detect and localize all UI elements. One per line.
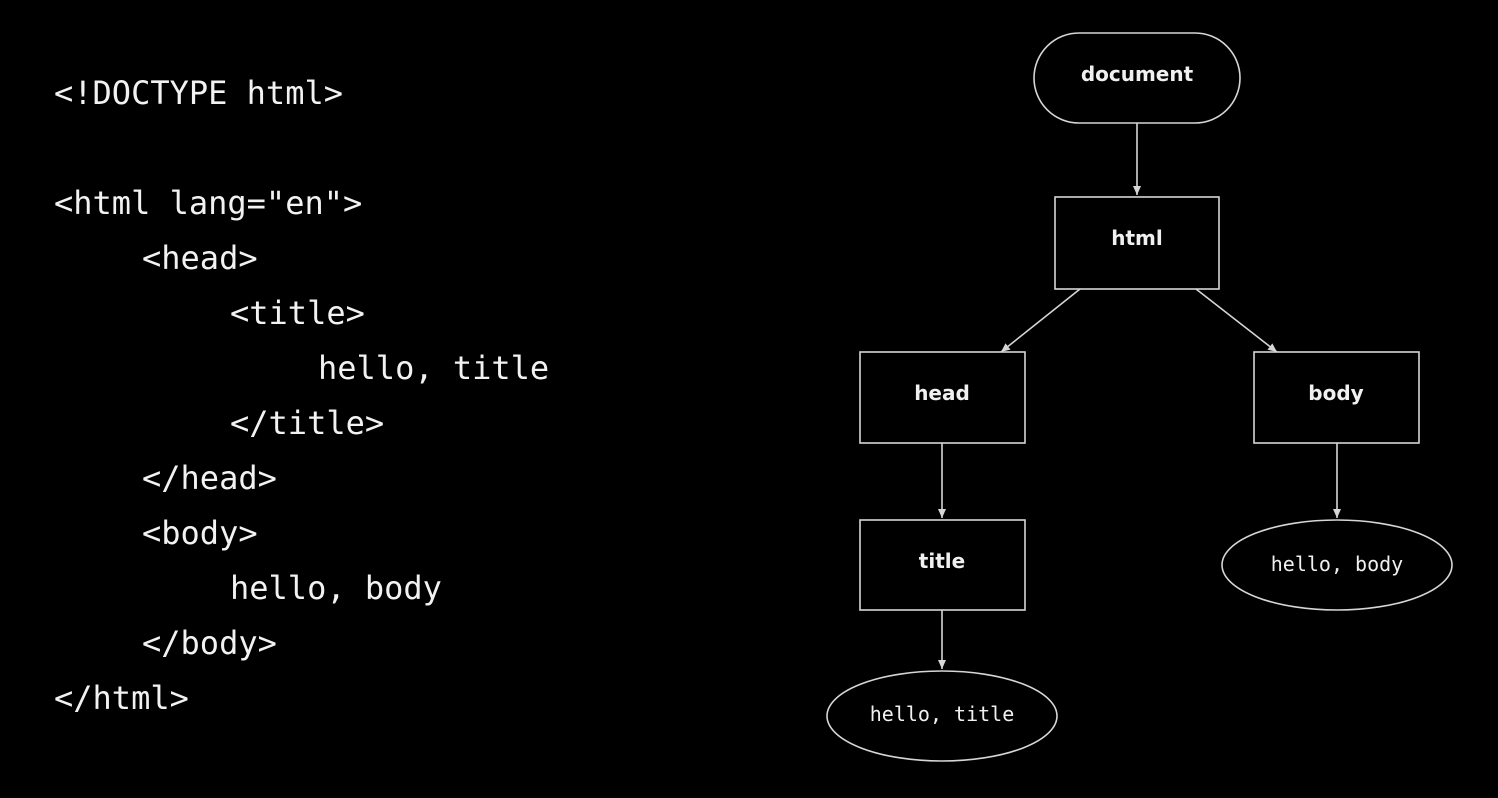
code-line-body-open: <body> bbox=[142, 514, 258, 552]
code-line-head-open: <head> bbox=[142, 239, 258, 277]
node-title-label: title bbox=[919, 549, 965, 573]
edge-html-head bbox=[1000, 288, 1081, 353]
code-line-html-close: </html> bbox=[54, 679, 189, 717]
node-body: body bbox=[1253, 351, 1420, 444]
node-document-label: document bbox=[1081, 62, 1194, 86]
code-line-head-close: </head> bbox=[142, 459, 277, 497]
node-text-body-label: hello, body bbox=[1271, 552, 1403, 576]
node-title: title bbox=[859, 519, 1026, 611]
node-document: document bbox=[1033, 32, 1241, 124]
node-text-title: hello, title bbox=[826, 670, 1058, 762]
node-html-label: html bbox=[1111, 226, 1163, 250]
node-head: head bbox=[859, 351, 1026, 444]
code-line-title-open: <title> bbox=[230, 294, 365, 332]
code-line-title-close: </title> bbox=[230, 404, 385, 442]
code-line-doctype: <!DOCTYPE html> bbox=[54, 74, 343, 112]
code-line-body-text: hello, body bbox=[230, 569, 442, 607]
code-line-html-open: <html lang="en"> bbox=[54, 184, 363, 222]
code-line-body-close: </body> bbox=[142, 624, 277, 662]
html-source-code: <!DOCTYPE html> <html lang="en"> <head> <ti… bbox=[54, 66, 549, 726]
node-body-label: body bbox=[1308, 381, 1363, 405]
node-html: html bbox=[1054, 196, 1220, 290]
node-text-title-label: hello, title bbox=[870, 702, 1015, 726]
edge-html-body bbox=[1195, 288, 1278, 353]
node-head-label: head bbox=[914, 381, 970, 405]
node-text-body: hello, body bbox=[1221, 519, 1453, 611]
code-line-title-text: hello, title bbox=[318, 349, 550, 387]
